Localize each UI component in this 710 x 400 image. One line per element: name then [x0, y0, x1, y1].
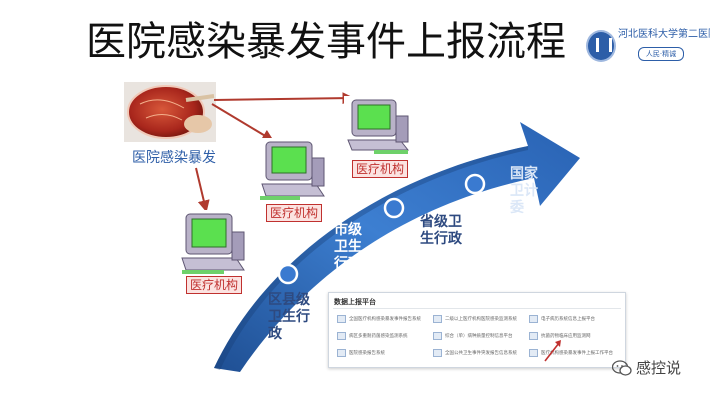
stage-dot-city	[383, 197, 405, 219]
institution-label-middle: 医疗机构	[266, 204, 322, 222]
platform-item[interactable]: 医院感染报告系统	[337, 347, 429, 360]
stage-label-province: 省级卫生行政	[420, 214, 462, 247]
platform-title: 数据上报平台	[334, 298, 376, 306]
connector-to-institution-middle	[211, 103, 275, 142]
system-icon	[337, 331, 346, 340]
watermark-text: 感控说	[636, 359, 682, 377]
platform-item-label: 综合（单）病种质量控制信息平台	[445, 334, 513, 339]
platform-item[interactable]: 电子病历系统信息上报平台	[529, 313, 621, 326]
wechat-icon	[612, 360, 632, 376]
stage-dot-district	[277, 263, 299, 285]
platform-item[interactable]: 二级以上医疗机构医院感染监测系统	[433, 313, 525, 326]
stage-dot-province	[464, 173, 486, 195]
stage-label-district: 区县级卫生行政	[268, 292, 310, 342]
platform-item-label: 全国医疗机构感染暴发事件报告系统	[349, 317, 421, 322]
platform-item-label: 医疗机构感染暴发事件上报工作平台	[541, 351, 613, 356]
platform-item[interactable]: 全国公共卫生事件突发报告信息系统	[433, 347, 525, 360]
platform-item-label: 医院感染报告系统	[349, 351, 385, 356]
hierarchy-arrow	[214, 122, 580, 372]
platform-item[interactable]: 病区多重耐药菌感染监测系统	[337, 330, 429, 343]
institution-label-left: 医疗机构	[186, 276, 242, 294]
data-reporting-platform-panel: 数据上报平台 全国医疗机构感染暴发事件报告系统 二级以上医疗机构医院感染监测系统…	[328, 292, 626, 368]
system-icon	[529, 331, 538, 340]
system-icon	[337, 348, 346, 357]
platform-item-label: 二级以上医疗机构医院感染监测系统	[445, 317, 517, 322]
connector-to-institution-left	[195, 167, 210, 213]
system-icon	[433, 331, 442, 340]
computer-icon	[256, 138, 332, 202]
stage-label-national: 国家卫计委	[510, 166, 538, 216]
platform-divider	[333, 308, 621, 309]
connector-to-institution-top	[213, 92, 355, 105]
platform-item-label: 电子病历系统信息上报平台	[541, 317, 595, 322]
institution-label-top: 医疗机构	[352, 160, 408, 178]
platform-item[interactable]: 全国医疗机构感染暴发事件报告系统	[337, 313, 429, 326]
system-icon	[529, 314, 538, 323]
stage-label-city: 市级卫生行政	[334, 222, 362, 272]
wechat-watermark: 感控说	[612, 354, 708, 382]
platform-item[interactable]: 综合（单）病种质量控制信息平台	[433, 330, 525, 343]
system-icon	[337, 314, 346, 323]
hospital-seal-icon	[586, 30, 616, 62]
system-icon	[529, 348, 538, 357]
highlight-arrow-icon	[544, 340, 561, 362]
platform-item[interactable]: 医疗机构感染暴发事件上报工作平台	[529, 347, 621, 360]
system-icon	[433, 314, 442, 323]
computer-icon	[176, 210, 252, 276]
petri-dish-photo	[124, 82, 216, 142]
logo-text: 河北医科大学第二医院	[618, 29, 710, 40]
system-icon	[433, 348, 442, 357]
platform-item-label: 病区多重耐药菌感染监测系统	[349, 334, 408, 339]
platform-item[interactable]: 抗菌药物临床应用监测网	[529, 330, 621, 343]
hospital-logo: 河北医科大学第二医院 人民·精诚	[586, 26, 710, 66]
platform-item-label: 全国公共卫生事件突发报告信息系统	[445, 351, 517, 356]
platform-item-label: 抗菌药物临床应用监测网	[541, 334, 591, 339]
outbreak-label: 医院感染暴发	[132, 150, 216, 166]
logo-subtext: 人民·精诚	[638, 47, 684, 61]
computer-icon	[344, 96, 416, 154]
page-title: 医院感染暴发事件上报流程	[86, 19, 566, 65]
